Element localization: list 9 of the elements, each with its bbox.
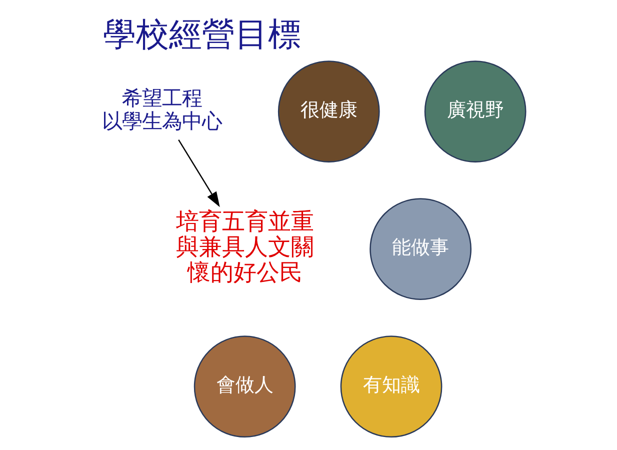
node-circle: 有知識 <box>340 335 442 438</box>
node-circle: 廣視野 <box>424 60 526 162</box>
node-circle: 會做人 <box>194 335 296 438</box>
node-circle: 能做事 <box>370 198 472 300</box>
node-text: 希望工程 以學生為中心 <box>102 85 222 132</box>
node-circle: 很健康 <box>278 60 380 162</box>
diagram-title: 學校經營目標 <box>103 14 302 54</box>
arrow <box>178 138 220 207</box>
node-text: 培育五育並重與兼具人文關懷的好公民 <box>176 208 314 286</box>
